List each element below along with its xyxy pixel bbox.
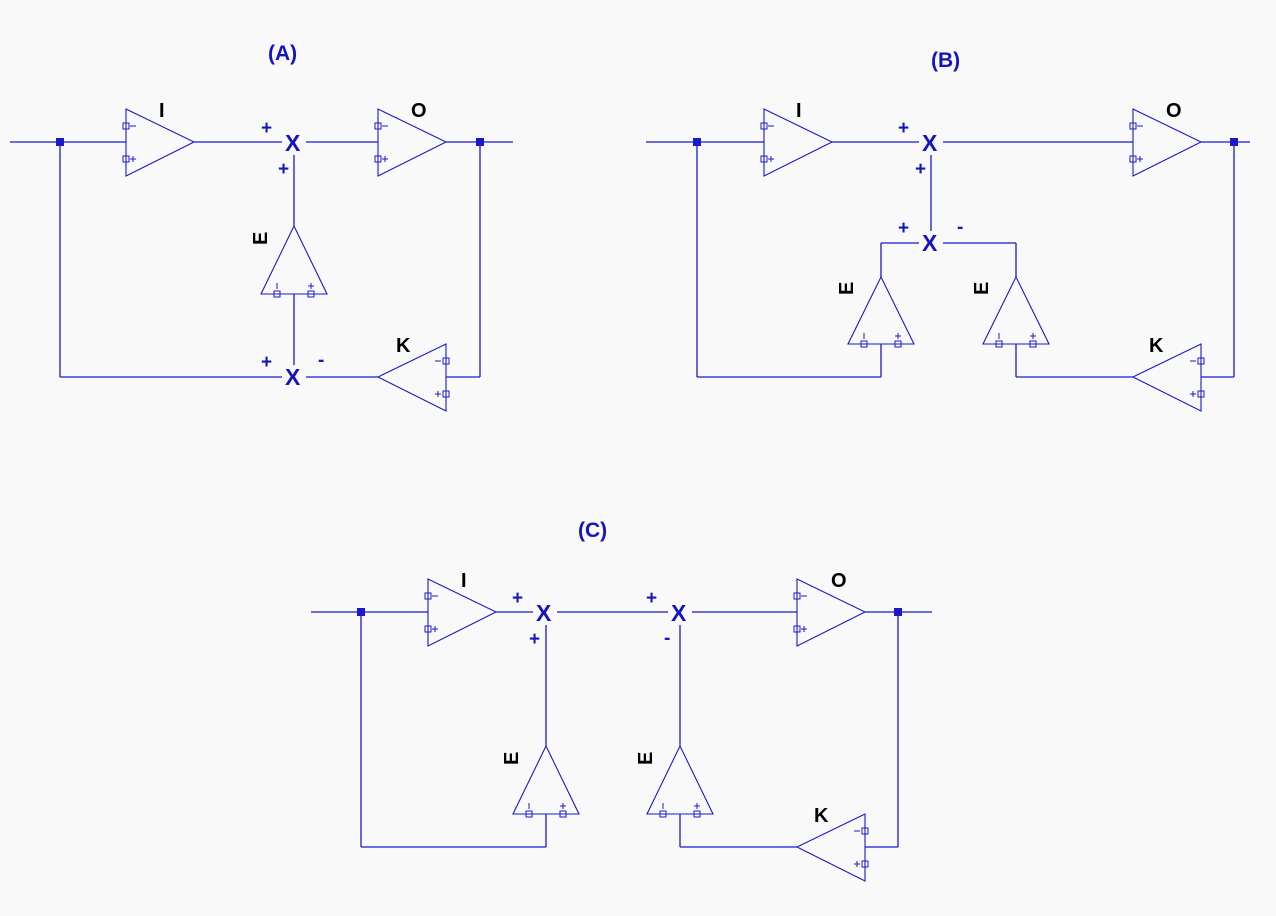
node-dot	[1230, 138, 1238, 146]
panel-a: (A) I O	[10, 42, 513, 412]
sign-minus: -	[664, 628, 670, 649]
amp-i-label: I	[461, 570, 467, 592]
amp-i-label: I	[796, 100, 802, 122]
amp-e-label: E	[971, 282, 993, 295]
amp-e-label: E	[250, 232, 272, 245]
amp-e	[847, 275, 915, 348]
sign-plus: +	[915, 159, 926, 180]
junction-x: X	[922, 230, 938, 256]
junction-x: X	[922, 130, 938, 156]
sign-minus: -	[318, 350, 324, 371]
amp-i	[122, 108, 196, 177]
sign-plus: +	[898, 218, 909, 239]
node-dot	[693, 138, 701, 146]
amp-e	[646, 744, 714, 818]
amp-o	[1129, 108, 1203, 177]
amp-e	[512, 744, 580, 818]
amp-k	[376, 343, 450, 412]
panel-a-wires	[10, 141, 513, 378]
amp-k-label: K	[814, 805, 829, 827]
amp-e	[982, 275, 1050, 348]
amp-e-label: E	[836, 282, 858, 295]
panel-a-title: (A)	[268, 42, 297, 65]
sign-plus: +	[512, 588, 523, 609]
sign-plus: +	[529, 629, 540, 650]
sign-minus: -	[957, 217, 963, 238]
amp-k	[1131, 343, 1205, 412]
panel-c-wires	[311, 611, 932, 848]
panel-b-wires	[646, 141, 1250, 378]
amp-k	[795, 813, 869, 882]
sign-plus: +	[261, 352, 272, 373]
sign-plus: +	[261, 118, 272, 139]
sign-plus: +	[646, 588, 657, 609]
amp-o-label: O	[831, 570, 847, 592]
amp-o-label: O	[1166, 100, 1182, 122]
junction-x: X	[536, 600, 552, 626]
amp-o	[793, 578, 867, 647]
amp-e	[260, 224, 328, 298]
junction-x: X	[285, 130, 301, 156]
node-dot	[56, 138, 64, 146]
junction-x: X	[671, 600, 687, 626]
amp-o	[374, 108, 448, 177]
node-dot	[476, 138, 484, 146]
amp-e-label: E	[501, 752, 523, 765]
amp-k-label: K	[396, 335, 411, 357]
node-dot	[894, 608, 902, 616]
sign-plus: +	[278, 159, 289, 180]
panel-c: (C) I O	[311, 519, 932, 882]
amp-i	[424, 578, 498, 647]
amp-o-label: O	[411, 100, 427, 122]
node-dot	[357, 608, 365, 616]
junction-x: X	[285, 364, 301, 390]
panel-b-title: (B)	[931, 49, 960, 72]
sign-plus: +	[898, 118, 909, 139]
amp-k-label: K	[1149, 335, 1164, 357]
amp-i-label: I	[159, 100, 165, 122]
panel-c-title: (C)	[578, 519, 607, 542]
amp-e-label: E	[635, 752, 657, 765]
amp-i	[760, 108, 834, 177]
panel-b: (B) I	[646, 49, 1250, 412]
